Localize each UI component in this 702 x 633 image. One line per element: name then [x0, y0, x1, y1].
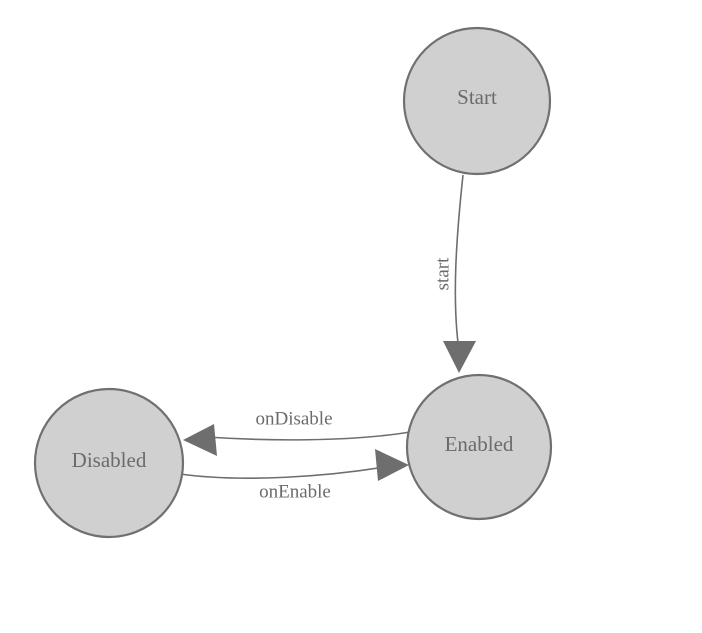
state-node-start-circle	[402, 26, 552, 176]
edge-label-start: start	[432, 257, 453, 290]
state-node-start-label: Start	[457, 85, 497, 109]
edge-path-enabled-to-disabled	[206, 431, 411, 441]
state-node-disabled-label: Disabled	[72, 448, 147, 472]
arrowhead-disabled-to-enabled	[375, 449, 409, 481]
edge-enabled-to-disabled[interactable]: onDisable	[183, 408, 411, 456]
edge-label-on-enable: onEnable	[259, 481, 331, 502]
edge-path-start-to-enabled	[454, 174, 464, 352]
edge-path-disabled-to-enabled	[179, 466, 386, 479]
edge-disabled-to-enabled[interactable]: onEnable	[179, 449, 409, 502]
edge-label-on-disable: onDisable	[255, 408, 332, 429]
state-node-enabled-label: Enabled	[445, 432, 514, 456]
state-node-disabled-circle	[33, 387, 185, 539]
edge-start-to-enabled[interactable]: start	[432, 174, 476, 373]
arrowhead-enabled-to-disabled	[183, 424, 217, 456]
arrowhead-start-to-enabled	[443, 341, 476, 373]
state-node-start[interactable]: Start	[402, 26, 552, 176]
state-node-disabled[interactable]: Disabled	[33, 387, 185, 539]
state-node-enabled[interactable]: Enabled	[405, 373, 553, 521]
state-node-enabled-circle	[405, 373, 553, 521]
